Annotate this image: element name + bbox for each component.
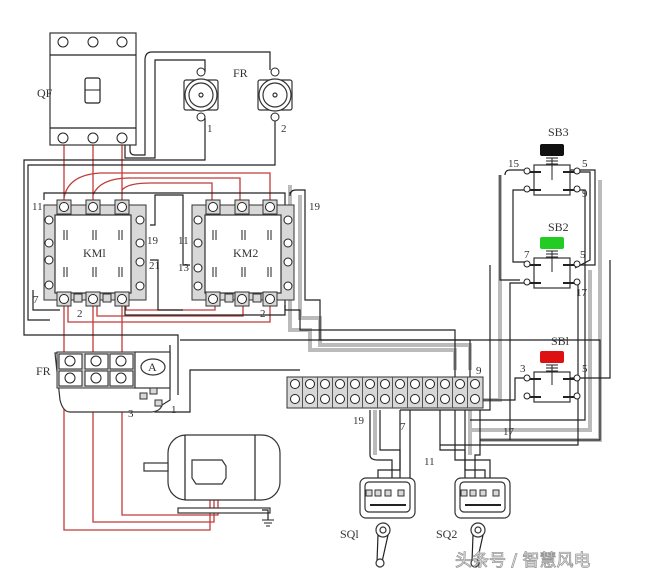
terminal-screw	[305, 394, 315, 404]
fr-coil-1-label: 1	[207, 123, 213, 135]
fr-thermal-relay: A FR 3 1	[36, 351, 177, 420]
terminal-screw	[425, 394, 435, 404]
km2-terminal-13-label: 13	[178, 262, 190, 274]
fr-bottom-label: FR	[36, 364, 51, 378]
km2-terminal-2-label: 2	[260, 308, 266, 320]
km1-terminal-7-label: 7	[33, 294, 39, 306]
sq2-limit-switch: SQ2	[436, 477, 511, 568]
sq1-label: SQl	[340, 527, 359, 541]
km2-contactor: KM2 11 13 2 19	[178, 199, 321, 320]
sb2-terminal-7: 7	[524, 249, 530, 261]
terminal-screw	[410, 379, 420, 389]
terminal-screw	[455, 379, 465, 389]
ammeter-dial	[140, 358, 166, 376]
sb1-label: SBl	[551, 334, 570, 348]
km2-label: KM2	[233, 246, 258, 260]
fr-terminal-1: 1	[171, 404, 177, 416]
terminal-screw	[320, 379, 330, 389]
km1-terminal-11-label: 11	[32, 201, 43, 213]
fr-coil-1	[183, 67, 219, 122]
km1-terminal-21-label: 21	[149, 260, 160, 272]
terminal-screw	[365, 394, 375, 404]
strip-label-19: 19	[353, 415, 365, 427]
km1-terminal-2-label: 2	[77, 308, 83, 320]
km1-label: KMl	[83, 246, 106, 260]
sb3-terminal-15: 15	[508, 158, 520, 170]
sb2-label: SB2	[548, 220, 569, 234]
motor	[143, 434, 281, 527]
sb1-terminal-5: 5	[582, 363, 588, 375]
km2-contact-marks	[212, 230, 272, 277]
terminal-screw	[395, 379, 405, 389]
sb2-terminal-17: 17	[576, 287, 588, 299]
terminal-strip	[286, 376, 484, 409]
strip-label-17: 17	[503, 426, 515, 438]
fr-top-label: FR	[233, 66, 248, 80]
terminal-screw	[305, 379, 315, 389]
terminal-screw	[380, 394, 390, 404]
ammeter-label: A	[148, 360, 157, 374]
terminal-screw	[290, 394, 300, 404]
strip-label-7: 7	[400, 421, 406, 433]
fr-top-coils: FR 1 2	[183, 66, 293, 135]
km1-contact-marks	[63, 230, 123, 277]
terminal-screw	[365, 379, 375, 389]
sb3-button: SB3 15 5 9	[508, 125, 588, 200]
fr-coil-2-label: 2	[281, 123, 287, 135]
terminal-screw	[470, 379, 480, 389]
sb3-label: SB3	[548, 125, 569, 139]
terminal-screw	[290, 379, 300, 389]
terminal-screw	[320, 394, 330, 404]
sb2-cap	[540, 237, 564, 249]
sb1-terminal-3: 3	[520, 363, 526, 375]
sb3-cap	[540, 144, 564, 156]
km1-contactor: KMl 11 19 21 7 2	[32, 199, 160, 320]
watermark: 头条号 / 智慧风电	[455, 551, 591, 571]
terminal-screw	[335, 379, 345, 389]
sb1-cap	[540, 351, 564, 363]
km1-terminal-19-label: 19	[147, 235, 159, 247]
km2-terminal-11-label: 11	[178, 235, 189, 247]
sq2-label: SQ2	[436, 527, 457, 541]
motor-junction-box	[191, 459, 227, 485]
km1-terminals	[44, 199, 145, 307]
sb2-button: SB2 7 5 17	[523, 220, 588, 299]
terminal-screw	[410, 394, 420, 404]
terminal-screw	[335, 394, 345, 404]
km2-terminals	[193, 199, 293, 307]
control-wires	[23, 51, 611, 480]
terminal-screw	[440, 394, 450, 404]
sb3-terminal-5: 5	[582, 158, 588, 170]
sb3-terminal-9: 9	[582, 188, 588, 200]
terminal-screw	[440, 379, 450, 389]
sb2-terminal-5: 5	[580, 249, 586, 261]
terminal-screw	[395, 394, 405, 404]
terminal-screw	[425, 379, 435, 389]
fr-terminal-3: 3	[128, 408, 134, 420]
terminal-screw	[350, 394, 360, 404]
strip-label-9: 9	[476, 365, 482, 377]
fr-coil-2	[257, 67, 293, 122]
sq1-limit-switch: SQl	[340, 477, 416, 568]
cable-bundles	[288, 175, 602, 455]
strip-label-11: 11	[424, 456, 435, 468]
qf-label: QF	[37, 86, 53, 100]
sb1-button: SBl 3 5	[520, 334, 588, 403]
terminal-screw	[470, 394, 480, 404]
qf-breaker: QF	[37, 32, 137, 146]
terminal-screw	[455, 394, 465, 404]
terminal-screw	[380, 379, 390, 389]
terminal-screw	[350, 379, 360, 389]
wire-19-label: 19	[309, 201, 321, 213]
